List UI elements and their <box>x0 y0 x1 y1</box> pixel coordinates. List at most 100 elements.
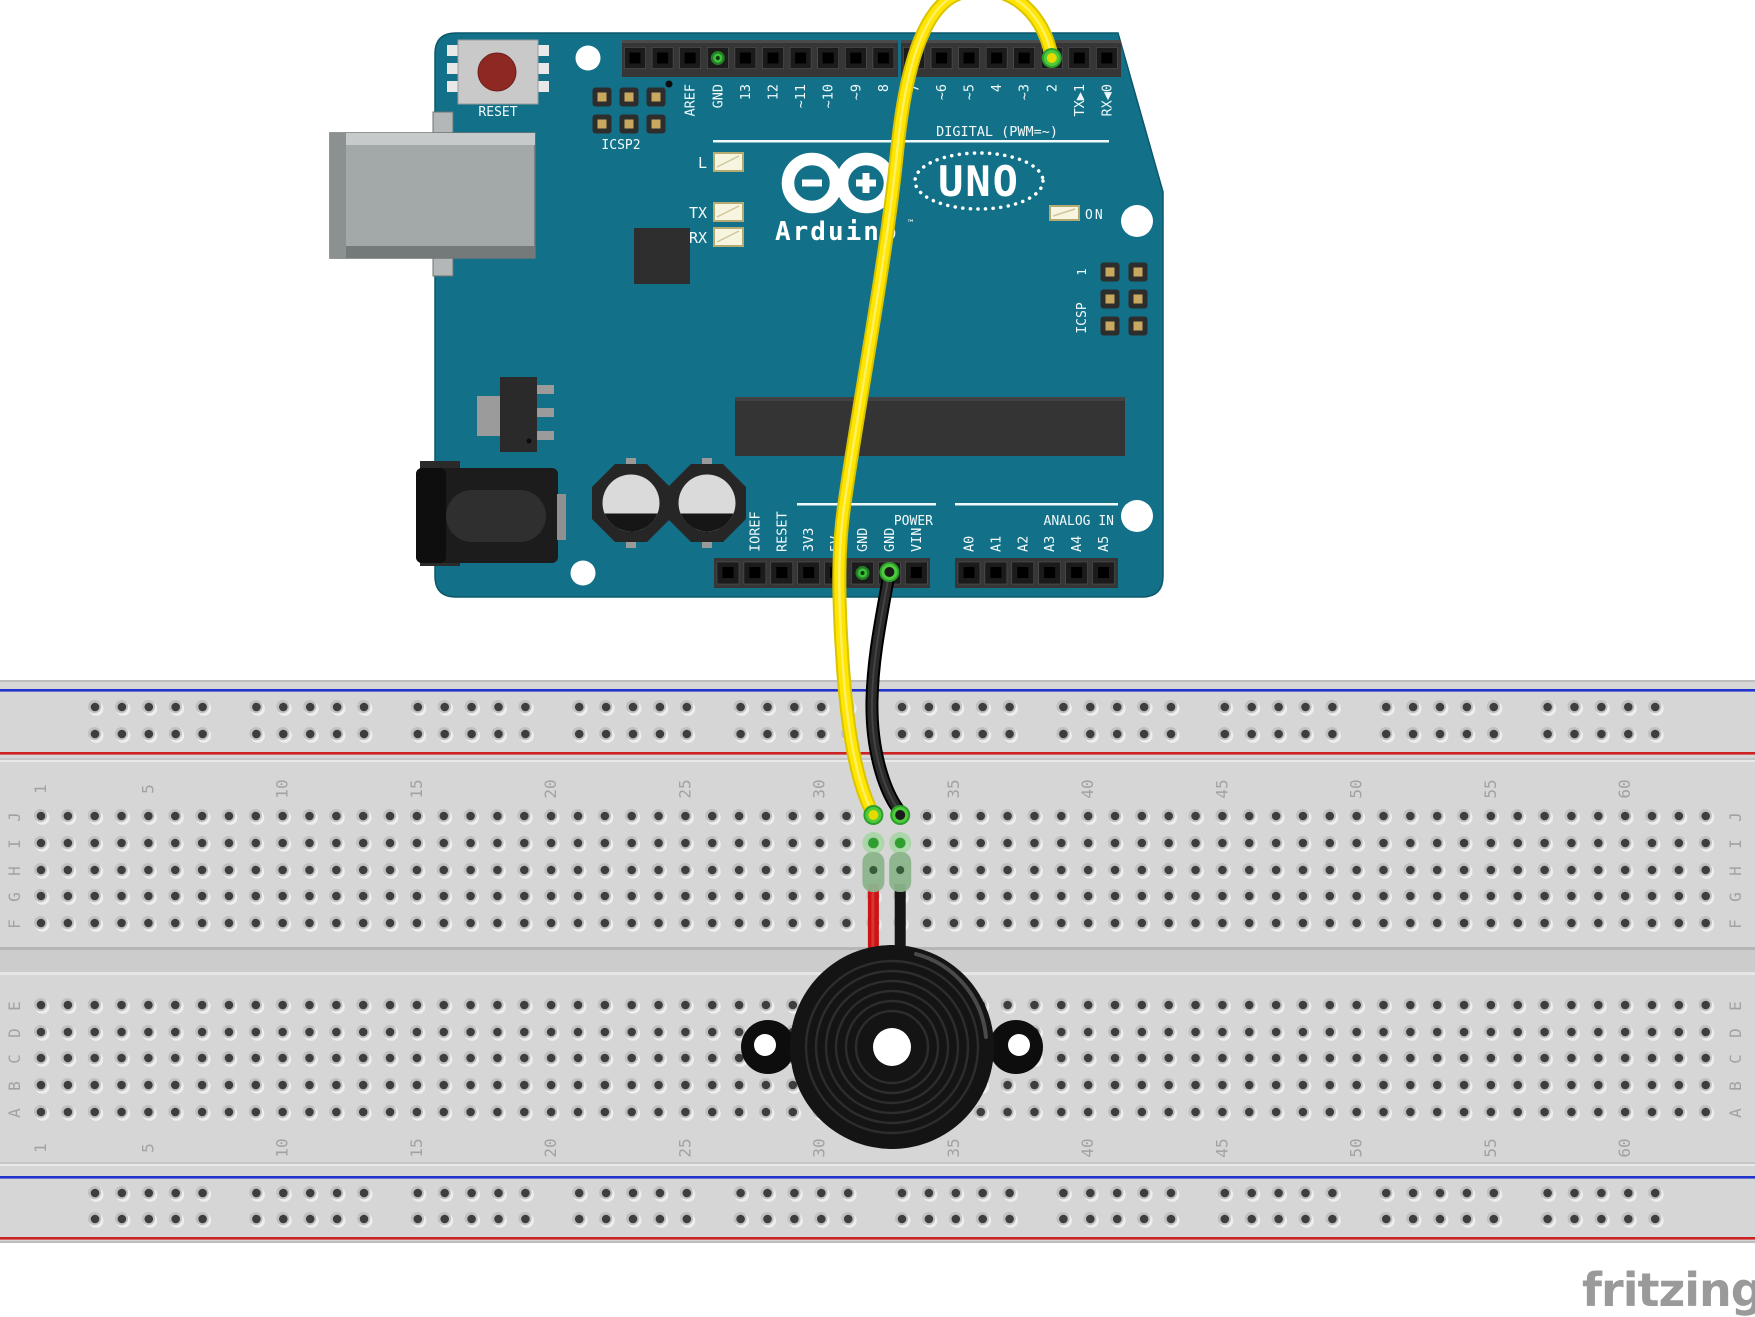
row-letter-left: C <box>5 1054 24 1064</box>
pin-label: ~6 <box>934 84 950 100</box>
pin-label: RX◀0 <box>1099 84 1115 117</box>
uno-dotted-oval <box>913 151 1045 211</box>
column-number-top: 60 <box>1615 779 1634 798</box>
icsp2-pin1-dot <box>665 80 673 88</box>
column-number-top: 55 <box>1481 779 1500 798</box>
column-number-top: 45 <box>1212 779 1231 798</box>
column-number-bottom: 50 <box>1347 1138 1366 1157</box>
row-letter-right: I <box>1726 839 1745 849</box>
wire-end-digital-pin-2 <box>1041 48 1062 68</box>
column-number-top: 1 <box>31 784 50 794</box>
row-letter-left: J <box>5 812 24 822</box>
row-letter-left: B <box>5 1081 24 1091</box>
pin-label: ~5 <box>962 84 978 100</box>
pin-label: AREF <box>683 84 699 117</box>
column-number-top: 30 <box>810 779 829 798</box>
usb-interface-ic <box>634 228 690 284</box>
row-letter-right: F <box>1726 919 1745 929</box>
uno-model-label: UNO <box>938 157 1020 206</box>
column-number-top: 20 <box>541 779 560 798</box>
icsp-pin1-label: 1 <box>1075 268 1089 275</box>
column-number-bottom: 25 <box>675 1138 694 1157</box>
mounting-hole <box>575 45 601 71</box>
minus-icon <box>802 179 822 187</box>
pin-label: 12 <box>766 84 782 100</box>
icsp2-header <box>592 80 673 134</box>
buzzer-ear-hole <box>754 1034 776 1056</box>
pin-label: IOREF <box>747 511 763 552</box>
buzzer-ear-hole <box>1008 1034 1030 1056</box>
column-number-top: 35 <box>944 779 963 798</box>
column-number-top: 50 <box>1347 779 1366 798</box>
column-number-top: 25 <box>675 779 694 798</box>
column-number-top: 15 <box>407 779 426 798</box>
pin-label: ~11 <box>793 84 809 108</box>
trademark: ™ <box>907 219 913 229</box>
column-number-bottom: 15 <box>407 1138 426 1157</box>
row-letter-right: E <box>1726 1001 1745 1011</box>
pin-label: ~9 <box>848 84 864 100</box>
column-number-bottom: 35 <box>944 1138 963 1157</box>
pin-label: VIN <box>909 528 925 552</box>
capacitor <box>592 458 670 548</box>
row-letter-right: D <box>1726 1028 1745 1038</box>
buzzer-sound-hole <box>873 1028 911 1066</box>
column-number-bottom: 60 <box>1615 1138 1634 1157</box>
column-number-bottom: 30 <box>810 1138 829 1157</box>
column-number-bottom: 5 <box>138 1143 157 1153</box>
reset-button[interactable] <box>447 39 549 105</box>
led-on-label: ON <box>1085 208 1105 223</box>
bottom-rail-red-line <box>0 1237 1755 1240</box>
pin-label: A0 <box>962 536 978 552</box>
pin-label: TX▶1 <box>1072 84 1088 117</box>
pin-label: GND <box>710 84 726 108</box>
yellow-jumper-wire[interactable] <box>832 0 1059 821</box>
pin-label: 2 <box>1044 84 1060 92</box>
row-letter-right: B <box>1726 1081 1745 1091</box>
column-number-bottom: 10 <box>273 1138 292 1157</box>
pin-label: RESET <box>774 511 790 552</box>
led-on <box>1049 205 1080 221</box>
row-letter-left: H <box>5 866 24 876</box>
jumper-wires[interactable] <box>832 0 1059 821</box>
usb-connector <box>329 111 536 277</box>
row-letter-right: H <box>1726 866 1745 876</box>
fritzing-watermark: fritzing <box>1582 1263 1755 1317</box>
row-letter-right: J <box>1726 812 1745 822</box>
pin-label: 3V3 <box>801 528 817 552</box>
pin-label: ~3 <box>1017 84 1033 100</box>
row-letter-left: I <box>5 839 24 849</box>
reset-label: RESET <box>478 105 517 120</box>
mounting-hole <box>570 560 596 586</box>
pin-label: 13 <box>738 84 754 100</box>
wire-end-breadboard-j33 <box>890 805 911 825</box>
buzzer-black-leg <box>894 884 906 954</box>
column-number-bottom: 40 <box>1078 1138 1097 1157</box>
analog-caption: ANALOG IN <box>1044 514 1114 529</box>
row-letter-right: G <box>1726 892 1745 902</box>
icsp2-label: ICSP2 <box>601 138 640 153</box>
fritzing-logo-text: fritzing <box>1582 1263 1755 1317</box>
row-letter-right: A <box>1726 1108 1745 1118</box>
piezo-buzzer[interactable] <box>741 852 1043 1149</box>
digital-header-right <box>901 40 1121 77</box>
atmega-ic <box>735 397 1125 456</box>
analog-silk-line <box>955 503 1118 506</box>
digital-caption: DIGITAL (PWM=~) <box>936 124 1058 140</box>
column-number-bottom: 45 <box>1212 1138 1231 1157</box>
power-caption: POWER <box>894 514 933 529</box>
pin-label: A5 <box>1096 536 1112 552</box>
arduino-wordmark: Arduino <box>775 217 899 247</box>
connected-hole-highlights <box>862 832 912 854</box>
column-number-top: 10 <box>273 779 292 798</box>
breadboard-labels: 1155101015152020252530303535404045455050… <box>5 779 1745 1157</box>
led-rx <box>713 227 744 247</box>
black-jumper-wire[interactable] <box>865 565 908 820</box>
pin-label: GND <box>882 528 898 552</box>
icsp-header <box>1100 262 1148 336</box>
icsp-label: ICSP <box>1075 302 1090 333</box>
reset-button-cap[interactable] <box>477 52 517 92</box>
column-number-top: 5 <box>138 784 157 794</box>
pin-label: ~10 <box>821 84 837 108</box>
